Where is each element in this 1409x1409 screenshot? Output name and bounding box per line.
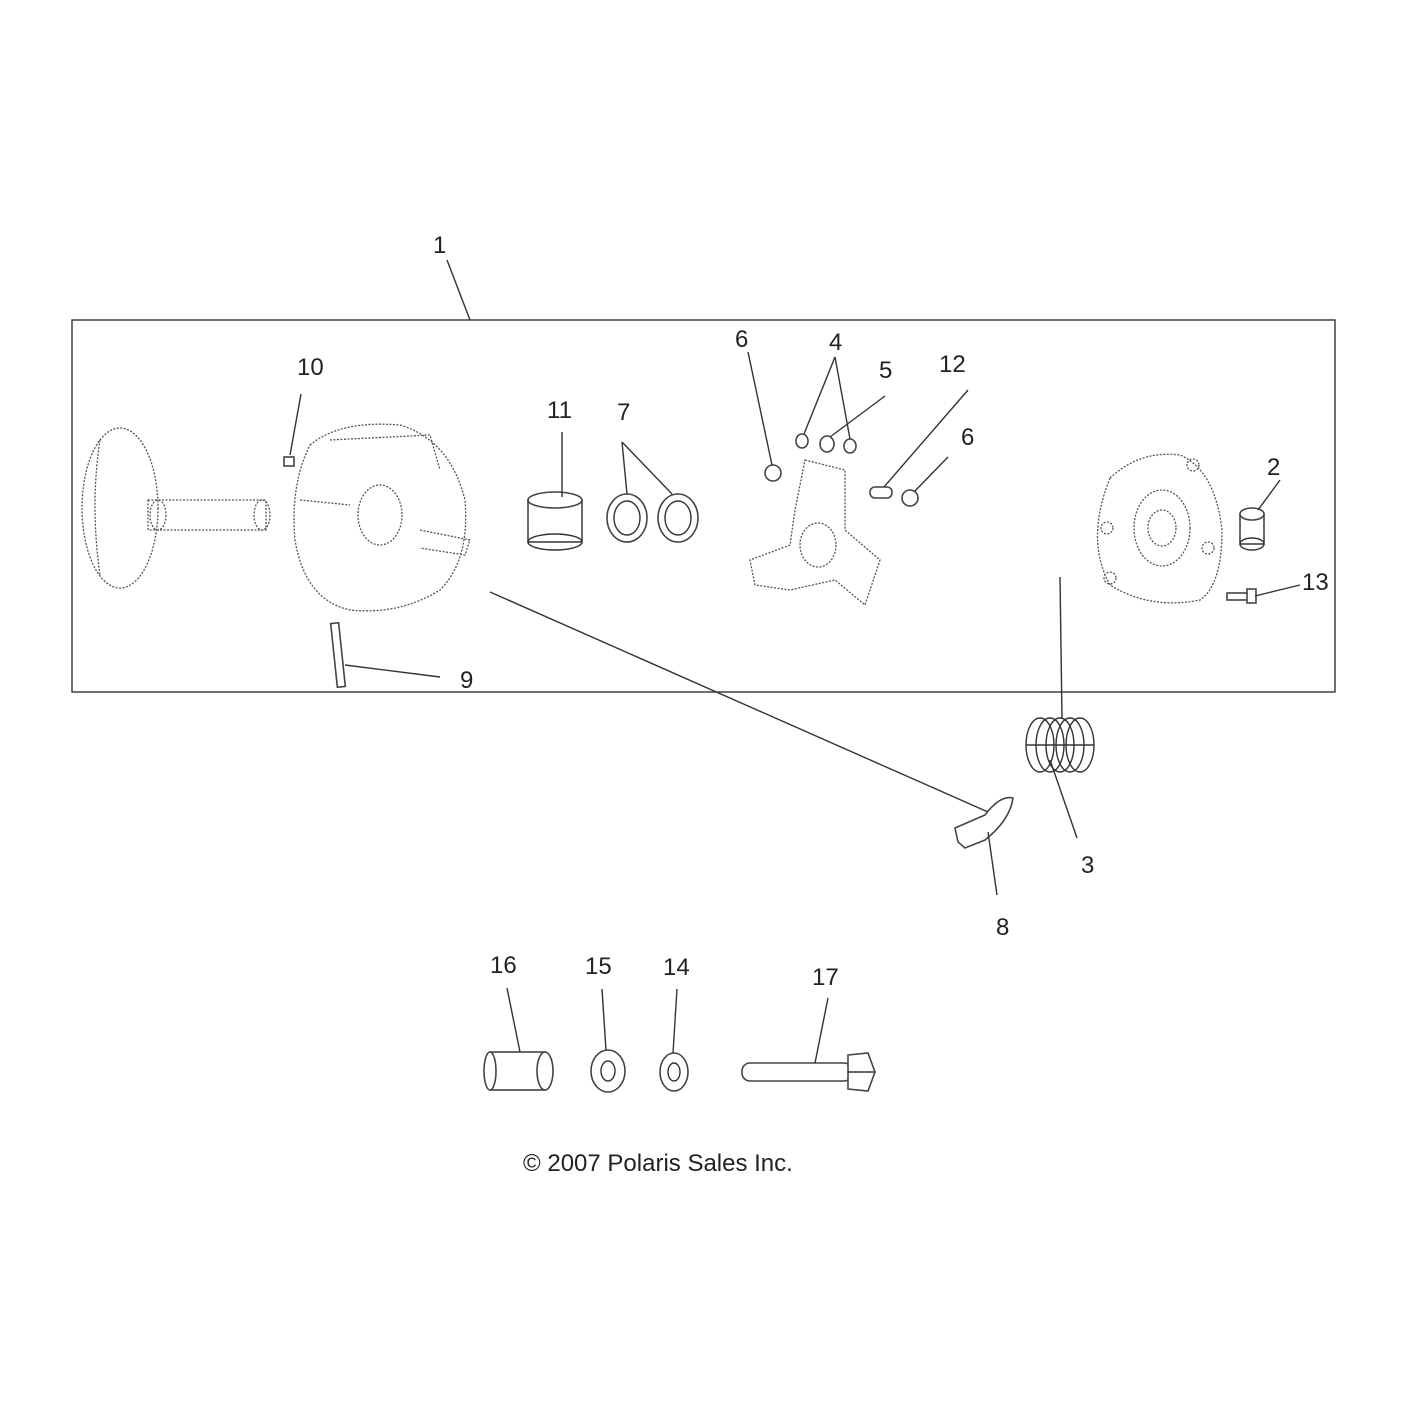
leader-15: [601, 988, 607, 1051]
callout-3: 3: [1081, 852, 1094, 879]
part-8-weight: [954, 796, 1014, 849]
part-15-washer: [590, 1049, 626, 1093]
stationary-sheave-part: [81, 427, 271, 589]
leader-13: [1254, 584, 1301, 597]
leader-2: [1257, 479, 1281, 511]
leader-10: [289, 393, 302, 456]
leader-5: [829, 395, 886, 438]
callout-10: 10: [297, 354, 324, 381]
moveable-sheave-part: [293, 423, 471, 612]
assembly-box: [71, 319, 1336, 693]
callout-16: 16: [490, 952, 517, 979]
part-4-ring-a: [795, 433, 809, 449]
callout-1: 1: [433, 232, 446, 259]
part-13-screw: [1226, 588, 1257, 604]
leader-9: [344, 664, 441, 678]
part-11-bushing: [527, 491, 583, 551]
leader-6b: [913, 456, 949, 493]
leader-4a: [803, 356, 836, 435]
callout-17: 17: [812, 964, 839, 991]
leader-7a: [621, 441, 628, 495]
part-17-bolt: [741, 1052, 876, 1092]
part-9-pin: [329, 621, 347, 689]
callout-4: 4: [829, 329, 842, 356]
part-16-spacer: [483, 1051, 554, 1091]
callout-11: 11: [547, 397, 572, 424]
part-14-washer: [659, 1052, 689, 1092]
leader-8: [987, 831, 998, 896]
callout-6a: 6: [735, 326, 748, 353]
callout-14: 14: [663, 954, 690, 981]
callout-7: 7: [617, 399, 630, 426]
leader-3-box: [1059, 576, 1063, 719]
callout-13: 13: [1302, 569, 1329, 596]
cover-part: [1096, 453, 1223, 604]
part-10-setscrew: [283, 456, 295, 467]
part-6-roller-left: [764, 464, 782, 482]
callout-6b: 6: [961, 424, 974, 451]
leader-8-long: [489, 591, 989, 813]
leader-6a: [747, 351, 773, 466]
leader-17: [814, 997, 829, 1064]
part-12-pin: [869, 486, 893, 499]
callout-12: 12: [939, 351, 966, 378]
part-7-seals: [606, 493, 699, 543]
part-3-spring: [1025, 717, 1095, 773]
part-4-ring-b: [843, 438, 857, 454]
leader-1: [446, 259, 471, 321]
leader-4b: [834, 356, 851, 440]
callout-15: 15: [585, 953, 612, 980]
callout-9: 9: [460, 667, 473, 694]
leader-12: [883, 389, 969, 488]
callout-2: 2: [1267, 454, 1280, 481]
part-2-bushing: [1239, 507, 1265, 551]
leader-3: [1049, 759, 1078, 839]
leader-14: [672, 988, 678, 1054]
callout-5: 5: [879, 357, 892, 384]
leader-7b: [621, 441, 673, 495]
spider-part: [749, 459, 881, 607]
leader-16: [506, 987, 521, 1053]
copyright-text: © 2007 Polaris Sales Inc.: [523, 1150, 793, 1177]
part-6-roller-right: [901, 489, 919, 507]
callout-8: 8: [996, 914, 1009, 941]
part-5-ring: [819, 435, 835, 453]
